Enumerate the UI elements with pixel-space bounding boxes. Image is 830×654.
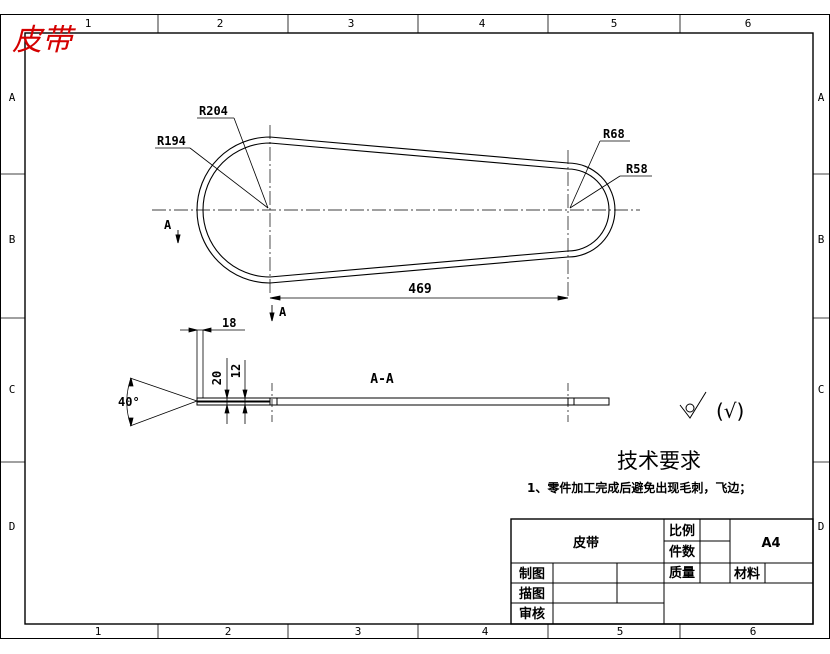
zone-col-top-5: 5 [611, 17, 618, 30]
zone-col-top-6: 6 [745, 17, 752, 30]
zone-col-bottom-3: 3 [355, 625, 362, 638]
zone-col-top-2: 2 [217, 17, 224, 30]
title-material-label: 材料 [734, 566, 760, 582]
section-label-bottom: A [279, 305, 287, 319]
zone-col-top-3: 3 [348, 17, 355, 30]
dimension-label-469: 469 [408, 282, 431, 297]
zone-col-bottom-4: 4 [482, 625, 489, 638]
zone-row-right-b: B [818, 233, 825, 246]
dimension-width [180, 327, 245, 398]
outer-border [0, 14, 830, 639]
belt-plan-view [196, 136, 616, 284]
zone-col-bottom-1: 1 [95, 625, 102, 638]
radius-label-r68: R68 [603, 127, 625, 141]
zone-col-top-4: 4 [479, 17, 486, 30]
dimension-label-18: 18 [222, 316, 236, 330]
belt-outer-contour [196, 136, 616, 284]
title-checked-label: 审核 [519, 606, 545, 622]
zone-col-bottom-6: 6 [750, 625, 757, 638]
dimension-center-distance [269, 295, 569, 301]
radius-label-r204: R204 [199, 104, 228, 118]
zone-row-right-c: C [818, 383, 825, 396]
section-label-left: A [164, 218, 172, 232]
zone-col-top-1: 1 [85, 17, 92, 30]
title-block [510, 518, 814, 625]
drawing-stamp: 皮带 [12, 23, 76, 58]
section-view [196, 397, 610, 406]
title-scale-label: 比例 [669, 523, 695, 539]
title-drawn-label: 制图 [519, 566, 545, 582]
section-arrow-bottom [269, 305, 275, 322]
zone-row-left-b: B [9, 233, 16, 246]
surface-finish-general: (√) [716, 399, 744, 423]
section-arrow-left [175, 230, 181, 244]
requirement-item-1: 1、零件加工完成后避免出现毛刺，飞边； [527, 480, 751, 495]
zone-row-left-d: D [9, 520, 16, 533]
angle-dimension [126, 377, 198, 427]
zone-row-left-a: A [9, 91, 16, 104]
inner-frame [24, 32, 814, 625]
zone-ticks [0, 14, 830, 639]
section-view-label: A-A [370, 372, 394, 387]
zone-col-bottom-5: 5 [617, 625, 624, 638]
dimension-label-12: 12 [229, 364, 243, 378]
zone-row-right-a: A [818, 91, 825, 104]
angle-label: 40° [118, 395, 140, 409]
title-part-name: 皮带 [572, 535, 599, 551]
radius-label-r194: R194 [157, 134, 186, 148]
zone-row-left-c: C [9, 383, 16, 396]
section-centerlines [271, 383, 569, 422]
title-weight-label: 质量 [669, 565, 695, 581]
radius-leaders [155, 117, 652, 209]
center-lines [152, 125, 640, 298]
title-sheet-size: A4 [761, 536, 780, 551]
zone-col-bottom-2: 2 [225, 625, 232, 638]
title-traced-label: 描图 [519, 586, 545, 602]
requirements-title: 技术要求 [617, 449, 701, 473]
title-count-label: 件数 [669, 544, 696, 560]
surface-finish-symbol [679, 391, 707, 419]
belt-inner-contour [202, 142, 610, 278]
dimension-heights [203, 358, 250, 424]
radius-label-r58: R58 [626, 162, 648, 176]
zone-row-right-d: D [818, 520, 825, 533]
dimension-label-20: 20 [210, 371, 224, 385]
